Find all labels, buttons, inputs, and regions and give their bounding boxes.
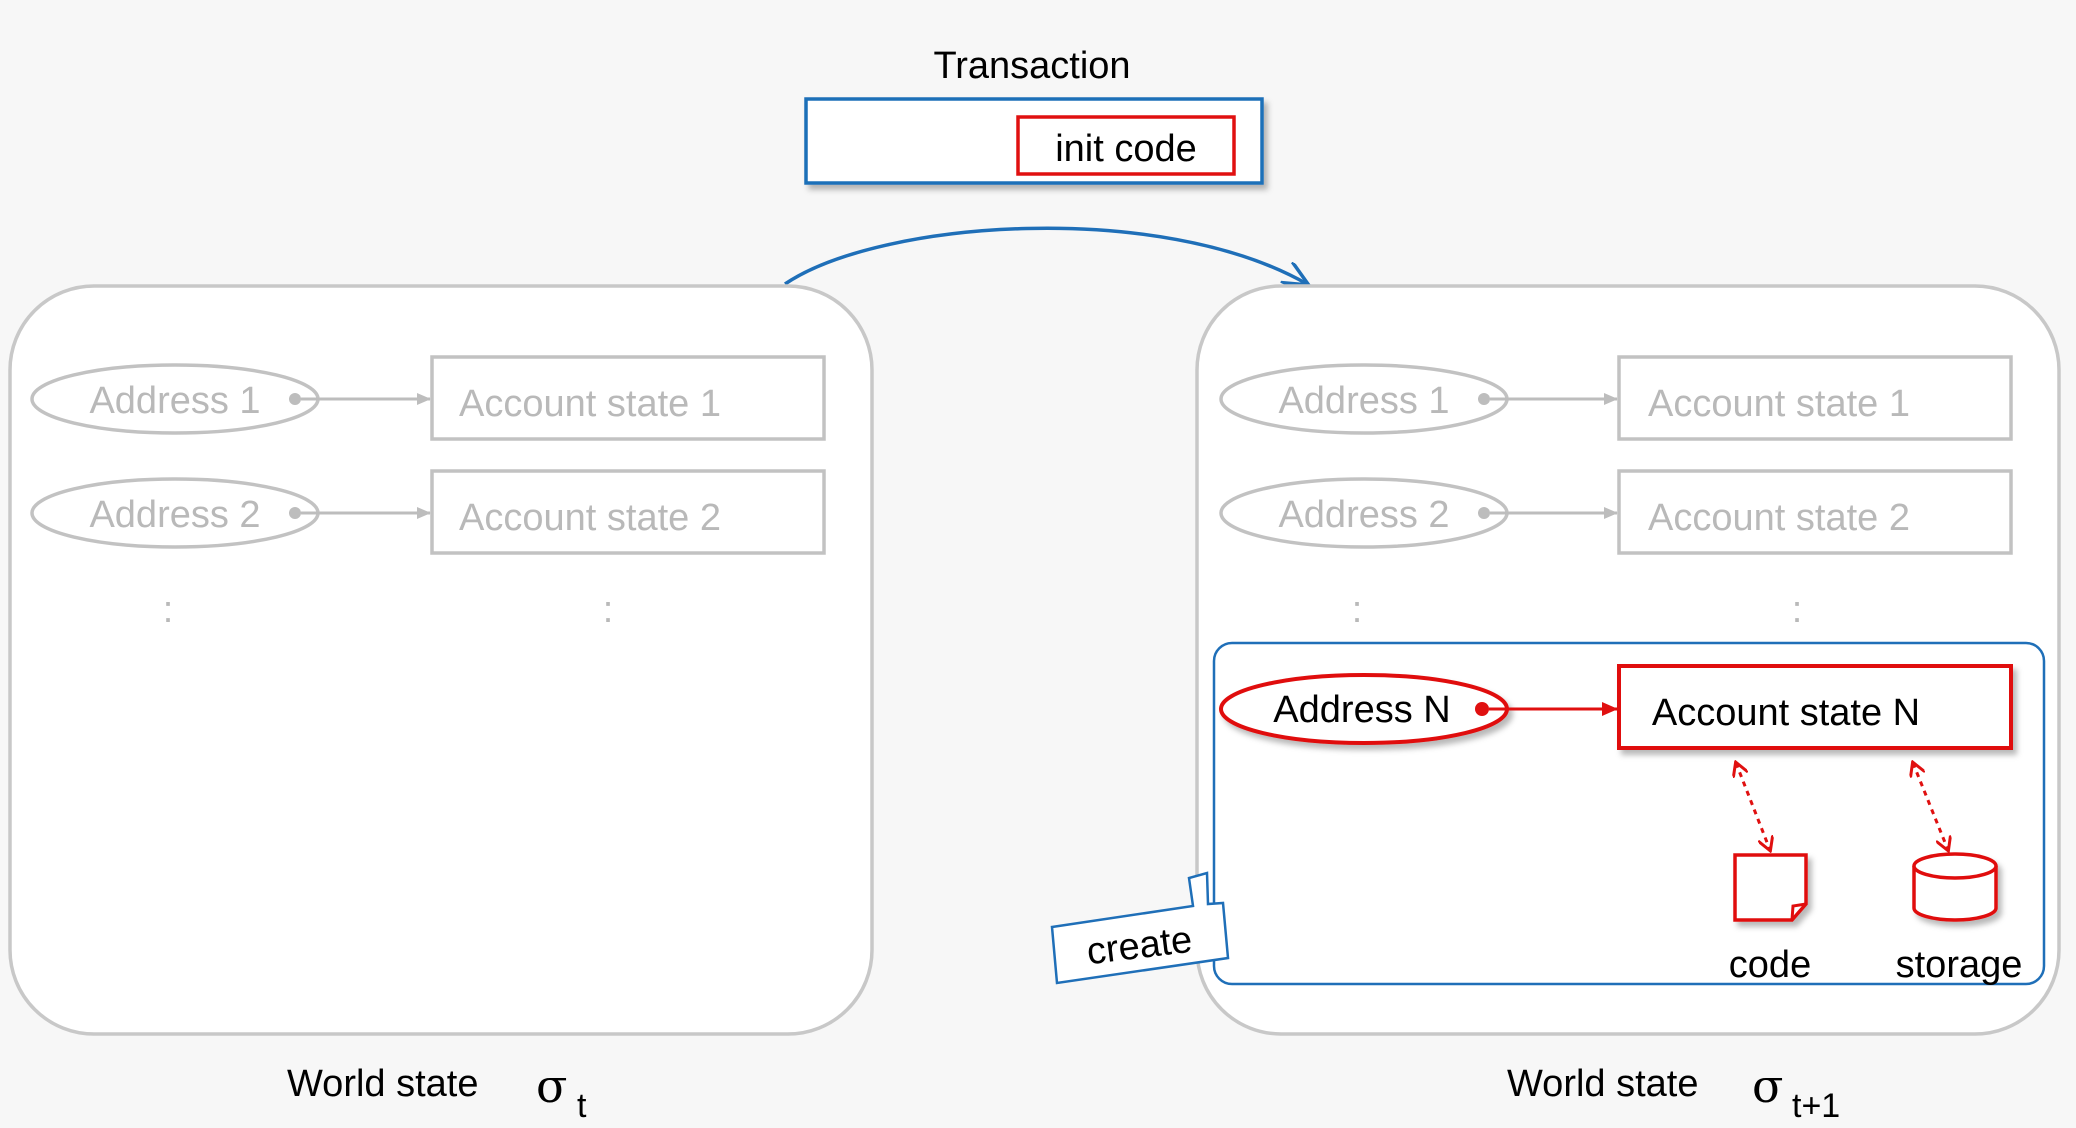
account-state-n-label: Account state N	[1652, 692, 1920, 734]
world-state-t: Address 1 Account state 1 Address 2 Acco…	[8, 284, 874, 1036]
address-n-dot	[1475, 702, 1489, 716]
address-1-dot	[289, 393, 301, 405]
world-state-t1-label: World state	[1507, 1063, 1698, 1105]
account-ellipsis: :	[1792, 589, 1803, 631]
address-1-label: Address 1	[89, 380, 260, 422]
account-state-2-label: Account state 2	[1648, 497, 1910, 539]
account-state-2-box	[430, 469, 826, 555]
address-1-label: Address 1	[1278, 380, 1449, 422]
world-state-t-symbol: σ	[536, 1059, 567, 1113]
account-state-1-label: Account state 1	[459, 383, 721, 425]
init-code-label: init code	[1055, 128, 1197, 170]
new-account-region	[1212, 641, 2046, 986]
storage-label: storage	[1896, 944, 2023, 986]
world-state-t-subscript: t	[577, 1087, 587, 1125]
account-state-1-box	[1617, 355, 2013, 441]
address-1-dot	[1478, 393, 1490, 405]
address-2-dot	[289, 507, 301, 519]
account-state-n-box	[1617, 664, 2013, 750]
address-2-dot	[1478, 507, 1490, 519]
account-state-2-label: Account state 2	[459, 497, 721, 539]
address-2-label: Address 2	[89, 494, 260, 536]
world-state-t1-symbol: σ	[1752, 1059, 1783, 1113]
code-document-icon	[1733, 853, 1808, 922]
account-state-1-box	[430, 355, 826, 441]
account-state-1-label: Account state 1	[1648, 383, 1910, 425]
address-2-label: Address 2	[1278, 494, 1449, 536]
create-callout: create	[1050, 871, 1230, 985]
address-n-label: Address N	[1273, 689, 1450, 731]
storage-database-icon	[1912, 852, 1998, 922]
world-state-t1: Address 1 Account state 1 Address 2 Acco…	[1050, 284, 2061, 1036]
code-label: code	[1729, 944, 1811, 986]
init-code-box	[1016, 115, 1236, 176]
address-ellipsis: :	[1352, 589, 1363, 631]
address-ellipsis: :	[163, 589, 174, 631]
world-state-t-label: World state	[287, 1063, 478, 1105]
world-state-t1-subscript: t+1	[1792, 1087, 1840, 1125]
account-state-2-box	[1617, 469, 2013, 555]
transition-arrow	[784, 226, 1307, 284]
world-state-t-caption: World state σ t	[287, 1059, 587, 1125]
transaction-title: Transaction	[933, 45, 1130, 87]
transaction-group: Transaction init code	[804, 45, 1264, 185]
world-state-t1-caption: World state σ t+1	[1507, 1059, 1840, 1125]
account-ellipsis: :	[603, 589, 614, 631]
